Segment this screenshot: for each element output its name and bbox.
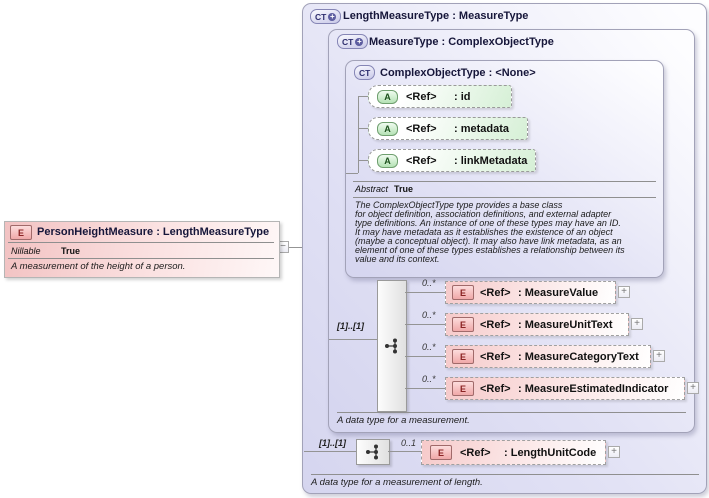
cardinality-label: [1]..[1]	[337, 321, 364, 331]
element-icon: E	[452, 349, 474, 364]
expand-button[interactable]: +	[631, 318, 643, 330]
connector-line	[405, 292, 445, 293]
sequence-compositor[interactable]	[356, 439, 390, 465]
connector-line	[329, 339, 377, 340]
cardinality-label: 0..*	[422, 342, 436, 352]
element-row-measure-category-text[interactable]: E <Ref> : MeasureCategoryText	[445, 345, 651, 368]
measure-type-box[interactable]: CT + MeasureType : ComplexObjectType CT …	[328, 29, 699, 433]
complex-type-icon: CT +	[310, 9, 342, 24]
divider	[353, 181, 656, 182]
nillable-label: Nillable	[11, 246, 41, 256]
element-row-measure-value[interactable]: E <Ref> : MeasureValue	[445, 281, 616, 304]
divider	[8, 258, 274, 259]
element-name: : MeasureValue	[518, 286, 599, 299]
attribute-ref: <Ref>	[406, 122, 437, 135]
sequence-compositor[interactable]	[377, 280, 407, 412]
attribute-name: : linkMetadata	[454, 154, 528, 167]
cardinality-label: 0..*	[422, 310, 436, 320]
complex-type-icon: CT +	[337, 34, 369, 49]
divider	[353, 197, 656, 198]
element-row-measure-estimated-indicator[interactable]: E <Ref> : MeasureEstimatedIndicator	[445, 377, 685, 400]
connector-line	[278, 247, 302, 248]
cardinality-label: 0..*	[422, 374, 436, 384]
complex-object-type-documentation: The ComplexObjectType type provides a ba…	[355, 200, 625, 264]
attribute-row-metadata[interactable]: A <Ref> : metadata	[368, 117, 528, 140]
ct-icon-label: CT	[359, 67, 371, 78]
measure-type-documentation: A data type for a measurement.	[337, 415, 470, 426]
complex-type-icon: CT	[354, 65, 376, 80]
cardinality-label: [1]..[1]	[319, 438, 346, 448]
nillable-value: True	[61, 246, 81, 256]
attribute-ref: <Ref>	[406, 154, 437, 167]
element-icon: E	[10, 225, 32, 240]
ct-icon-label: CT	[315, 11, 327, 22]
connector-line	[304, 451, 356, 452]
abstract-label: Abstract	[355, 184, 389, 194]
cardinality-label: 0..1	[401, 438, 417, 448]
cardinality-label: 0..*	[422, 278, 436, 288]
connector-line	[405, 356, 445, 357]
attribute-row-link-metadata[interactable]: A <Ref> : linkMetadata	[368, 149, 536, 172]
element-name: : MeasureUnitText	[518, 318, 613, 331]
element-name: : LengthUnitCode	[504, 446, 597, 459]
element-name: : MeasureEstimatedIndicator	[518, 382, 669, 395]
element-icon: E	[452, 317, 474, 332]
element-ref: <Ref>	[460, 446, 491, 459]
length-measure-type-box[interactable]: CT + LengthMeasureType : MeasureType CT …	[302, 3, 707, 494]
expand-button[interactable]: +	[608, 446, 620, 458]
divider	[337, 412, 686, 413]
length-measure-type-documentation: A data type for a measurement of length.	[311, 477, 483, 488]
ct-icon-label: CT	[342, 36, 354, 47]
expand-button[interactable]: +	[618, 286, 630, 298]
element-icon: E	[452, 285, 474, 300]
connector-line	[358, 160, 368, 161]
attribute-icon: A	[377, 153, 398, 168]
element-ref: <Ref>	[480, 318, 511, 331]
attribute-icon: A	[377, 89, 398, 104]
connector-line	[388, 451, 421, 452]
attribute-icon: A	[377, 121, 398, 136]
connector-line	[346, 173, 358, 174]
sequence-icon	[366, 444, 378, 460]
connector-line	[358, 96, 368, 97]
element-icon: E	[452, 381, 474, 396]
element-ref: <Ref>	[480, 286, 511, 299]
expand-button[interactable]: +	[653, 350, 665, 362]
person-documentation: A measurement of the height of a person.	[11, 261, 186, 272]
measure-type-title: MeasureType : ComplexObjectType	[369, 36, 554, 48]
element-ref: <Ref>	[480, 350, 511, 363]
derived-plus-icon: +	[355, 36, 364, 46]
expand-button[interactable]: +	[687, 382, 699, 394]
attribute-name: : id	[454, 90, 471, 103]
connector-line	[405, 388, 445, 389]
complex-object-type-box[interactable]: CT ComplexObjectType : <None> A <Ref> : …	[345, 60, 664, 278]
element-row-measure-unit-text[interactable]: E <Ref> : MeasureUnitText	[445, 313, 629, 336]
derived-plus-icon: +	[328, 11, 337, 21]
attribute-name: : metadata	[454, 122, 510, 135]
connector-line	[358, 96, 359, 173]
sequence-icon	[385, 338, 397, 354]
divider	[311, 474, 699, 475]
connector-line	[358, 128, 368, 129]
complex-object-type-title: ComplexObjectType : <None>	[380, 67, 536, 79]
divider	[8, 242, 274, 243]
person-height-measure-node[interactable]: E PersonHeightMeasure : LengthMeasureTyp…	[4, 221, 280, 278]
attribute-row-id[interactable]: A <Ref> : id	[368, 85, 512, 108]
element-ref: <Ref>	[480, 382, 511, 395]
person-node-title: PersonHeightMeasure : LengthMeasureType	[37, 226, 270, 238]
element-icon: E	[430, 445, 452, 460]
element-row-length-unit-code[interactable]: E <Ref> : LengthUnitCode	[421, 440, 606, 465]
connector-line	[405, 324, 445, 325]
length-measure-type-title: LengthMeasureType : MeasureType	[343, 10, 529, 22]
attribute-ref: <Ref>	[406, 90, 437, 103]
abstract-value: True	[394, 184, 414, 194]
element-name: : MeasureCategoryText	[518, 350, 639, 363]
